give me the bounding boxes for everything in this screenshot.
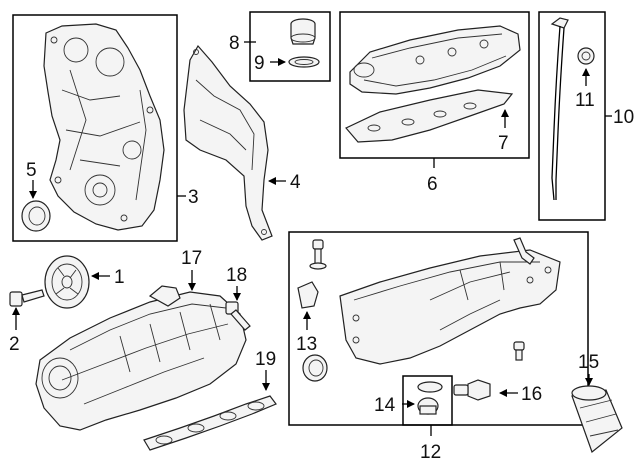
- leader-lines: [12, 41, 612, 436]
- callout-12: 12: [420, 442, 441, 463]
- drain-plug-box: [402, 375, 453, 426]
- callout-labels: 1 2 3 4 5 6 7 8 9 10 11 12 13 14 15 16 1…: [9, 33, 634, 463]
- pulley-bolt: [9, 289, 45, 307]
- valve-cover-gasket: [345, 89, 514, 143]
- valve-cover: [349, 25, 521, 95]
- oil-filler-cap: [290, 18, 316, 45]
- dipstick-seal: [577, 47, 595, 65]
- callout-13: 13: [296, 334, 317, 355]
- oil-pan-bolt-upper: [309, 239, 327, 270]
- callout-1: 1: [114, 267, 125, 288]
- oil-filter: [571, 385, 623, 453]
- callout-11: 11: [575, 90, 595, 111]
- callout-10: 10: [613, 107, 634, 128]
- callout-15: 15: [578, 352, 599, 373]
- callout-3: 3: [188, 187, 199, 208]
- oil-pan-stud-right: [513, 237, 535, 265]
- callout-8: 8: [229, 33, 240, 54]
- intake-manifold: [35, 285, 247, 431]
- callout-4: 4: [290, 172, 301, 193]
- oil-pan-seal-ring: [302, 354, 328, 382]
- front-crank-seal: [21, 200, 51, 232]
- callout-7: 7: [498, 133, 509, 154]
- callout-14: 14: [374, 395, 396, 416]
- oil-dipstick: [550, 17, 569, 201]
- callout-5: 5: [26, 160, 37, 181]
- callout-2: 2: [9, 334, 20, 355]
- oil-pressure-switch: [453, 379, 491, 401]
- dipstick-group-box: [538, 11, 606, 221]
- oil-level-sensor: [297, 281, 319, 309]
- callout-16: 16: [521, 384, 542, 405]
- callout-17: 17: [181, 248, 202, 269]
- intake-manifold-gasket: [143, 395, 277, 451]
- oil-pan-bolt-lower: [513, 341, 525, 361]
- filler-cap-seal: [288, 56, 320, 68]
- oil-cap-group-box: [249, 11, 331, 82]
- timing-cover-group-box: [12, 14, 178, 242]
- timing-cover-illustration: [43, 23, 165, 231]
- drain-plug: [417, 381, 443, 415]
- callout-9: 9: [254, 53, 265, 74]
- manifold-bolt: [225, 301, 251, 331]
- crankshaft-pulley: [44, 255, 90, 309]
- oil-pan: [339, 249, 561, 365]
- callout-18: 18: [226, 265, 247, 286]
- callout-19: 19: [255, 349, 276, 370]
- callout-6: 6: [427, 174, 438, 195]
- cover-gasket: [183, 44, 273, 241]
